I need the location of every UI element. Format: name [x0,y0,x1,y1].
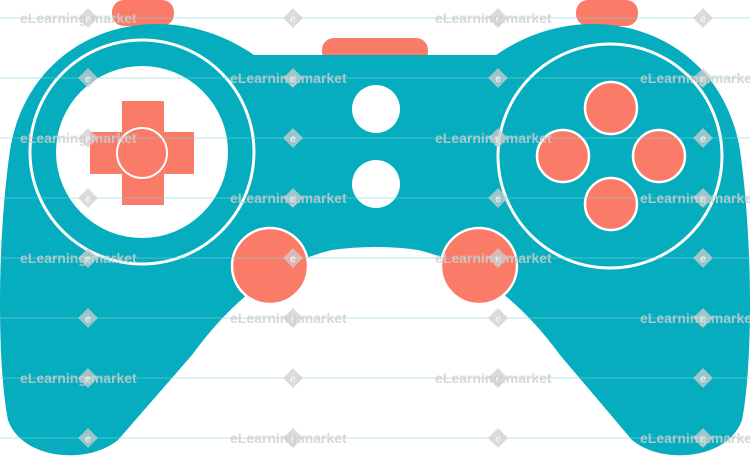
watermark-mark: e [495,434,501,445]
watermark-diamond-icon: e [488,428,508,448]
start-button-icon [352,160,400,208]
watermark-diamond-icon: e [283,308,303,328]
select-button-icon [352,85,400,133]
watermark-mark: e [700,374,706,385]
watermark-diamond-icon: e [283,428,303,448]
watermark-diamond-icon: e [78,248,98,268]
watermark-text: eLearning.market [435,250,552,266]
watermark-diamond-icon: e [488,368,508,388]
watermark-text: eLearning.market [640,190,750,206]
left-ring [28,38,256,266]
watermark-mark: e [85,14,91,25]
center-buttons [352,85,400,208]
watermark-mark: e [700,314,706,325]
watermark-mark: e [290,374,296,385]
watermark-text: eLearning.market [230,190,347,206]
watermark-diamond-icon: e [488,248,508,268]
watermark-text: eLearning.market [435,10,552,26]
watermark-mark: e [85,374,91,385]
joysticks [230,226,519,306]
watermark-diamond-icon: e [78,188,98,208]
watermark-text: eLearning.market [640,430,750,446]
watermark-text: eLearning.market [435,370,552,386]
watermark-text: eLearning.market [640,70,750,86]
watermark-diamond-icon: e [78,8,98,28]
watermark-diamond-icon: e [693,428,713,448]
watermark-diamond-icon: e [693,8,713,28]
watermark-text: eLearning.market [20,130,137,146]
watermark-text: eLearning.market [435,130,552,146]
watermark-mark: e [290,314,296,325]
watermark-text: eLearning.market [230,310,347,326]
watermark-mark: e [85,134,91,145]
watermark-diamond-icon: e [78,68,98,88]
watermark-text: eLearning.market [20,250,137,266]
watermark-mark: e [290,74,296,85]
watermark-text: eLearning.market [20,370,137,386]
watermark-text: eLearning.market [640,310,750,326]
d-pad-icon [90,101,194,205]
watermark-mark: e [700,434,706,445]
watermark-mark: e [700,254,706,265]
watermark-diamond-icon: e [283,368,303,388]
right-ring [496,42,724,270]
left-shoulder-button-icon [112,0,174,26]
watermark-diamond-icon: e [283,248,303,268]
watermark-mark: e [290,434,296,445]
watermark-mark: e [495,14,501,25]
watermark-diamond-icon: e [283,128,303,148]
watermark-text: eLearning.market [230,430,347,446]
watermark-diamond-icon: e [693,368,713,388]
watermark-mark: e [700,134,706,145]
watermark-mark: e [495,74,501,85]
watermark-mark: e [290,134,296,145]
watermark-diamond-icon: e [78,368,98,388]
watermark-mark: e [495,194,501,205]
d-pad-area [28,38,256,266]
right-shoulder-button-icon [576,0,638,26]
watermark-mark: e [85,74,91,85]
watermark-mark: e [85,254,91,265]
watermark-mark: e [290,194,296,205]
watermark-diamond-icon: e [283,8,303,28]
watermark-mark: e [290,14,296,25]
watermark-mark: e [495,314,501,325]
watermark-mark: e [700,14,706,25]
left-joystick-icon [230,226,310,306]
watermark-diamond-icon: e [283,188,303,208]
watermark-mark: e [85,194,91,205]
watermark-text: eLearning.market [230,70,347,86]
watermark-diamond-icon: e [78,128,98,148]
watermark-text: eLearning.market [20,10,137,26]
watermark-mark: e [290,254,296,265]
watermark-diamond-icon: e [693,308,713,328]
action-buttons-icon [535,80,687,232]
watermark-mark: e [85,434,91,445]
watermark-mark: e [495,374,501,385]
watermark-diamond-icon: e [488,188,508,208]
action-buttons-area [496,42,724,270]
watermark-mark: e [85,314,91,325]
watermark-diamond-icon: e [488,68,508,88]
watermark-mark: e [700,74,706,85]
watermark-diamond-icon: e [488,8,508,28]
watermark-diamond-icon: e [488,128,508,148]
right-joystick-icon [439,226,519,306]
watermark-diamond-icon: e [78,308,98,328]
watermark-diamond-icon: e [283,68,303,88]
watermark-mark: e [495,254,501,265]
watermark-diamond-icon: e [488,308,508,328]
watermark-mark: e [495,134,501,145]
watermark-mark: e [700,194,706,205]
watermark-diamond-icon: e [78,428,98,448]
